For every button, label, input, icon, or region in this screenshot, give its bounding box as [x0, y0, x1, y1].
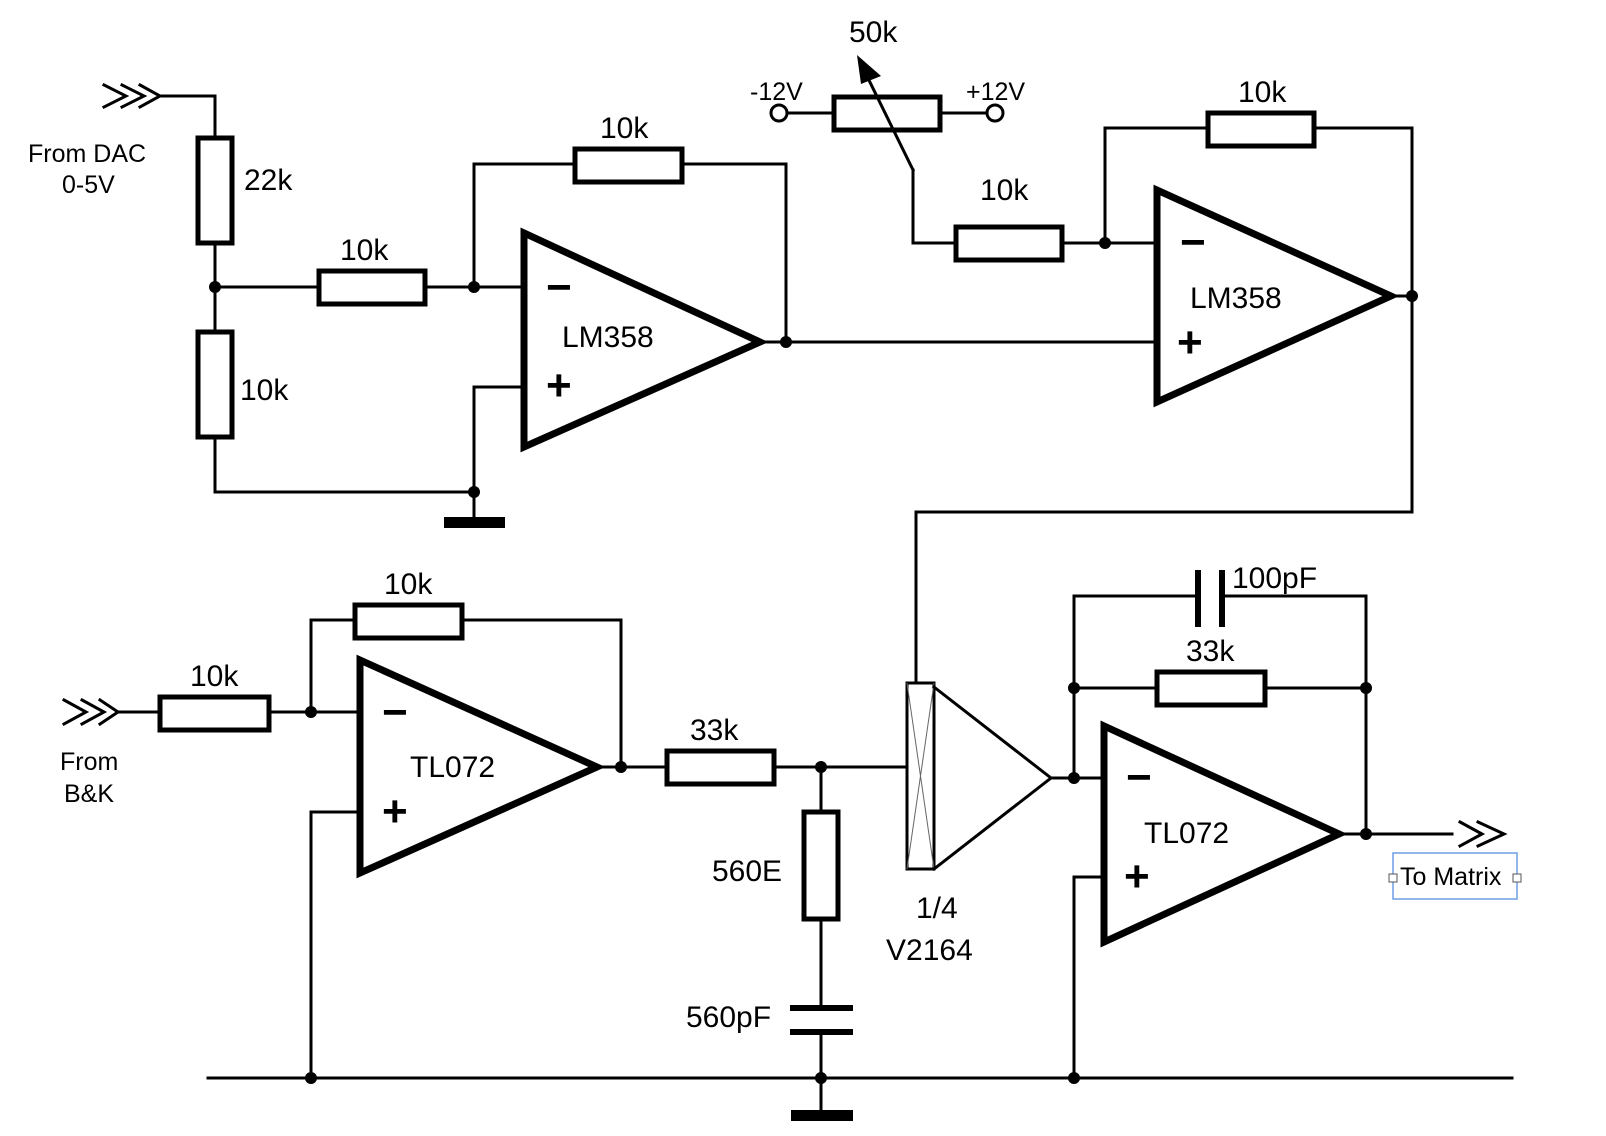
junction-dot [815, 1072, 827, 1084]
junction-dot [1068, 772, 1080, 784]
potentiometer-50k [831, 94, 943, 133]
opamp-tl072-2 [1100, 720, 1348, 948]
supply-neg-terminal [769, 103, 789, 123]
wire [680, 162, 788, 344]
selection-handle-left[interactable] [1388, 873, 1398, 883]
output-jack [1457, 819, 1508, 849]
ground-symbol [444, 517, 505, 528]
opamp-tl072-1 [356, 654, 606, 879]
vca-label-line2: V2164 [886, 934, 973, 967]
wire [309, 810, 362, 1080]
junction-dot [780, 336, 792, 348]
wire [1072, 875, 1106, 1080]
supply-pos-terminal [985, 103, 1005, 123]
junction-dot [815, 761, 827, 773]
wire [460, 618, 623, 769]
resistor-10k-feedback [572, 146, 685, 185]
pot-wiper-arrow [861, 67, 916, 173]
wire [158, 94, 217, 139]
resistor-10k-feedback-label: 10k [600, 112, 649, 145]
opamp-tl072-2-label: TL072 [1144, 817, 1229, 850]
wire [914, 126, 1414, 685]
opamp-lm358-1 [520, 227, 769, 453]
resistor-10k-input-label: 10k [340, 234, 389, 267]
wire [309, 618, 357, 714]
opamp-lm358-2-plus: + [1177, 318, 1203, 367]
opamp-lm358-1-label: LM358 [562, 321, 654, 354]
junction-dot [1099, 237, 1111, 249]
output-label: To Matrix [1400, 863, 1502, 891]
resistor-10k-bk-feedback-label: 10k [384, 568, 433, 601]
junction-dot [305, 706, 317, 718]
resistor-33k-feedback-label: 33k [1186, 635, 1235, 668]
junction-dot [1360, 828, 1372, 840]
opamp-tl072-2-minus: − [1126, 753, 1152, 802]
opamp-lm358-2 [1153, 184, 1400, 408]
dac-input-label-line1: From DAC [28, 140, 146, 168]
resistor-22k-label: 22k [244, 164, 293, 197]
wire [472, 385, 526, 519]
wire [1222, 594, 1368, 836]
capacitor-100pf-label: 100pF [1232, 562, 1317, 595]
wire [1103, 126, 1210, 245]
opamp-tl072-2-plus: + [1124, 852, 1150, 901]
opamp-tl072-1-plus: + [382, 787, 408, 836]
resistor-10k-pot-label: 10k [980, 174, 1029, 207]
dac-input-jack [101, 82, 164, 110]
dac-input-label-line2: 0-5V [62, 171, 115, 199]
junction-dot [305, 1072, 317, 1084]
resistor-10k-pot [953, 224, 1065, 263]
wire [472, 162, 577, 289]
resistor-33k-feedback [1154, 669, 1268, 708]
resistor-10k-feedback-2-label: 10k [1238, 76, 1287, 109]
bk-input-label-line2: B&K [64, 780, 114, 808]
resistor-560e [801, 809, 841, 922]
junction-dot [615, 761, 627, 773]
opamp-tl072-1-minus: − [382, 688, 408, 737]
resistor-22k [195, 135, 235, 246]
resistor-10k-divider-label: 10k [240, 374, 289, 407]
ground-symbol [791, 1110, 853, 1121]
pot-wiper-arrowhead [857, 55, 881, 84]
junction-dot [468, 486, 480, 498]
vca-label-line1: 1/4 [916, 892, 958, 925]
vca-v2164 [905, 681, 1054, 872]
resistor-10k-bk-input-label: 10k [190, 660, 239, 693]
resistor-10k-input [316, 268, 428, 307]
resistor-10k-feedback-2 [1205, 110, 1317, 149]
opamp-lm358-1-plus: + [546, 361, 572, 410]
opamp-lm358-2-minus: − [1180, 218, 1206, 267]
junction-dot [468, 281, 480, 293]
resistor-10k-bk-input [157, 694, 272, 733]
junction-dot [209, 281, 221, 293]
junction-dot [1360, 682, 1372, 694]
junction-dot [1068, 682, 1080, 694]
resistor-10k-divider [195, 329, 235, 440]
wire [911, 168, 958, 245]
supply-pos-label: +12V [966, 78, 1025, 106]
selection-handle-right[interactable] [1512, 873, 1522, 883]
capacitor-560pf-label: 560pF [686, 1001, 771, 1034]
bk-input-jack [61, 697, 121, 727]
opamp-tl072-1-label: TL072 [410, 751, 495, 784]
opamp-lm358-1-minus: − [546, 263, 572, 312]
resistor-33k-lowpass-label: 33k [690, 714, 739, 747]
resistor-33k-lowpass [664, 748, 777, 787]
resistor-560e-label: 560E [712, 855, 782, 888]
opamp-lm358-2-label: LM358 [1190, 282, 1282, 315]
pot-50k-label: 50k [849, 16, 898, 49]
junction-dot [1406, 290, 1418, 302]
resistor-10k-bk-feedback [352, 602, 465, 641]
junction-dot [1068, 1072, 1080, 1084]
wire [1072, 594, 1198, 780]
bk-input-label-line1: From [60, 748, 118, 776]
supply-neg-label: -12V [750, 78, 803, 106]
